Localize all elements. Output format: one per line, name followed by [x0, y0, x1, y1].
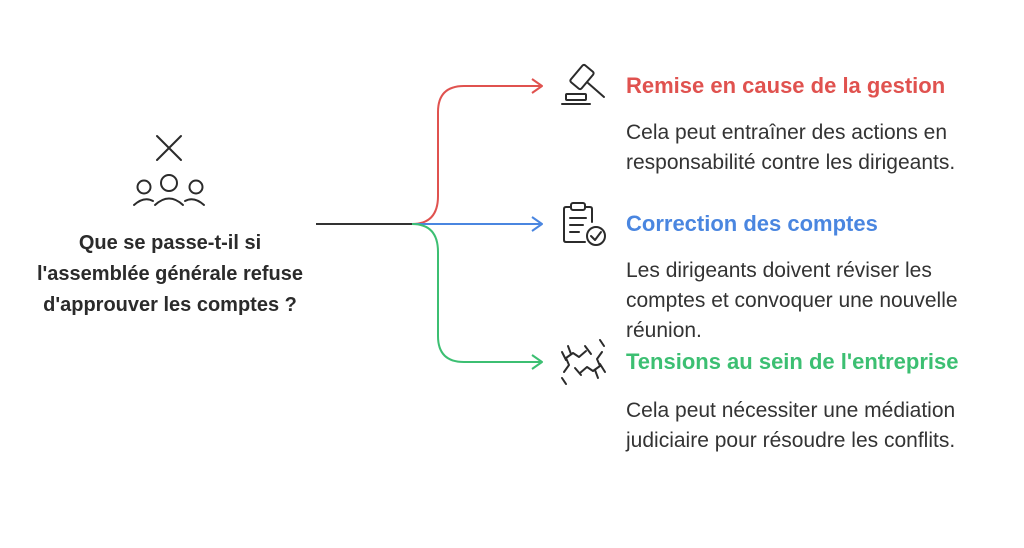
branch-description-remise: Cela peut entraîner des actions en respo…	[626, 121, 956, 174]
arrow-branch-3	[531, 354, 543, 370]
central-question: Que se passe-t-il si l'assemblée général…	[36, 232, 303, 316]
arrow-branch-1	[531, 78, 543, 94]
branch-title-correction: Correction des comptes	[626, 211, 878, 236]
group-x-icon	[133, 135, 205, 206]
clipboard-check-icon	[563, 202, 606, 246]
branch-description-tensions: Cela peut nécessiter une médiation judic…	[626, 399, 956, 452]
gavel-icon	[561, 63, 605, 105]
connector-branch-3	[411, 223, 540, 363]
branch-title-remise: Remise en cause de la gestion	[626, 73, 946, 98]
branch-title-tensions: Tensions au sein de l'entreprise	[626, 349, 959, 374]
arrow-branch-2	[531, 216, 543, 232]
conflict-hands-icon	[561, 339, 606, 385]
branch-description-correction: Les dirigeants doivent réviser les compt…	[626, 259, 958, 342]
connector-branch-1	[411, 85, 540, 225]
